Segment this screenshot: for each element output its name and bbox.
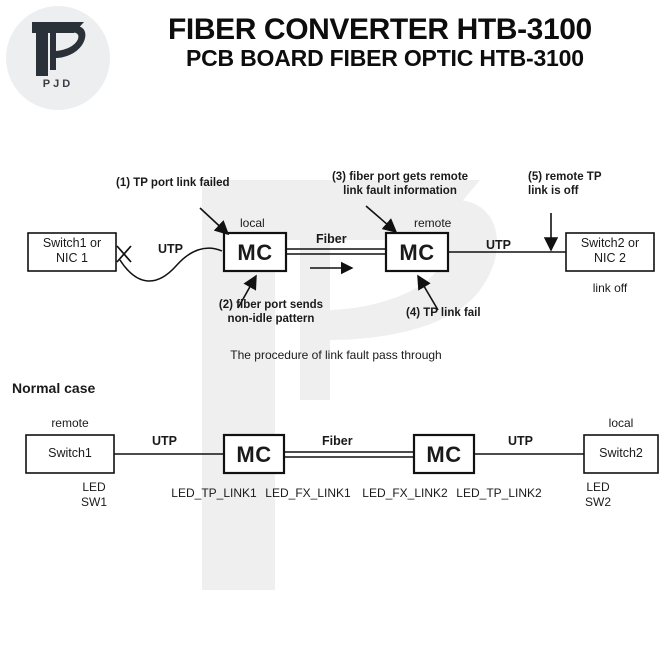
annotation-2-line2: non-idle pattern bbox=[227, 313, 315, 325]
brand-wordmark: PJD bbox=[42, 78, 74, 90]
mc-local-label: MC bbox=[237, 240, 273, 265]
normal-right-position-label: local bbox=[608, 416, 634, 430]
normal-mc-left-label: MC bbox=[236, 442, 272, 467]
annotation-5-line2: link is off bbox=[528, 185, 579, 197]
annotation-4: (4) TP link fail bbox=[406, 307, 481, 319]
annotation-5-line1: (5) remote TP bbox=[528, 171, 602, 183]
page-subtitle: PCB BOARD FIBER OPTIC HTB-3100 bbox=[186, 45, 584, 72]
mc-remote-position-label: remote bbox=[414, 216, 452, 230]
fault-right-box-line2: NIC 2 bbox=[594, 251, 626, 265]
normal-link-fiber: Fiber bbox=[322, 434, 353, 448]
fault-left-box-line2: NIC 1 bbox=[56, 251, 88, 265]
fault-left-box-line1: Switch1 or bbox=[42, 236, 102, 250]
page-title: FIBER CONVERTER HTB-3100 bbox=[168, 14, 592, 46]
diagram-linework bbox=[25, 205, 659, 475]
normal-left-box: Switch1 bbox=[48, 446, 92, 460]
annotation-2-line1: (2) fiber port sends bbox=[218, 299, 324, 311]
brand-logo-badge: PJD bbox=[6, 6, 110, 110]
annotation-3-line2: link fault information bbox=[343, 185, 457, 197]
led-label-sw1-line1: LED bbox=[82, 480, 106, 494]
led-label-sw2-line2: SW2 bbox=[584, 495, 611, 509]
led-label-fx-link2: LED_FX_LINK2 bbox=[362, 486, 448, 500]
normal-mc-right-label: MC bbox=[426, 442, 462, 467]
mc-remote-label: MC bbox=[399, 240, 435, 265]
normal-link-utp-right: UTP bbox=[508, 434, 533, 448]
annotation-1: (1) TP port link failed bbox=[116, 177, 230, 189]
annotation-3-line1: (3) fiber port gets remote bbox=[331, 171, 469, 183]
normal-right-box: Switch2 bbox=[599, 446, 643, 460]
led-label-sw2-line1: LED bbox=[586, 480, 610, 494]
fault-link-utp-right: UTP bbox=[486, 238, 511, 252]
normal-case-title: Normal case bbox=[12, 380, 96, 396]
fault-link-fiber: Fiber bbox=[316, 232, 347, 246]
pjd-monogram-icon bbox=[32, 22, 86, 76]
diagram-area: (1) TP port link failed (2) fiber port s… bbox=[0, 118, 672, 672]
header: PJD FIBER CONVERTER HTB-3100 PCB BOARD F… bbox=[0, 0, 672, 118]
normal-link-utp-left: UTP bbox=[152, 434, 177, 448]
fault-right-box-status: link off bbox=[592, 281, 628, 295]
led-label-tp-link1: LED_TP_LINK1 bbox=[171, 486, 257, 500]
fault-link-utp-left: UTP bbox=[158, 242, 183, 256]
normal-left-position-label: remote bbox=[51, 416, 89, 430]
fault-diagram-caption: The procedure of link fault pass through bbox=[230, 348, 442, 362]
fault-right-box-line1: Switch2 or bbox=[580, 236, 640, 250]
led-label-tp-link2: LED_TP_LINK2 bbox=[456, 486, 542, 500]
mc-local-position-label: local bbox=[240, 216, 265, 230]
product-title-block: FIBER CONVERTER HTB-3100 PCB BOARD FIBER… bbox=[168, 14, 672, 71]
led-label-sw1-line2: SW1 bbox=[80, 495, 107, 509]
led-label-fx-link1: LED_FX_LINK1 bbox=[265, 486, 351, 500]
